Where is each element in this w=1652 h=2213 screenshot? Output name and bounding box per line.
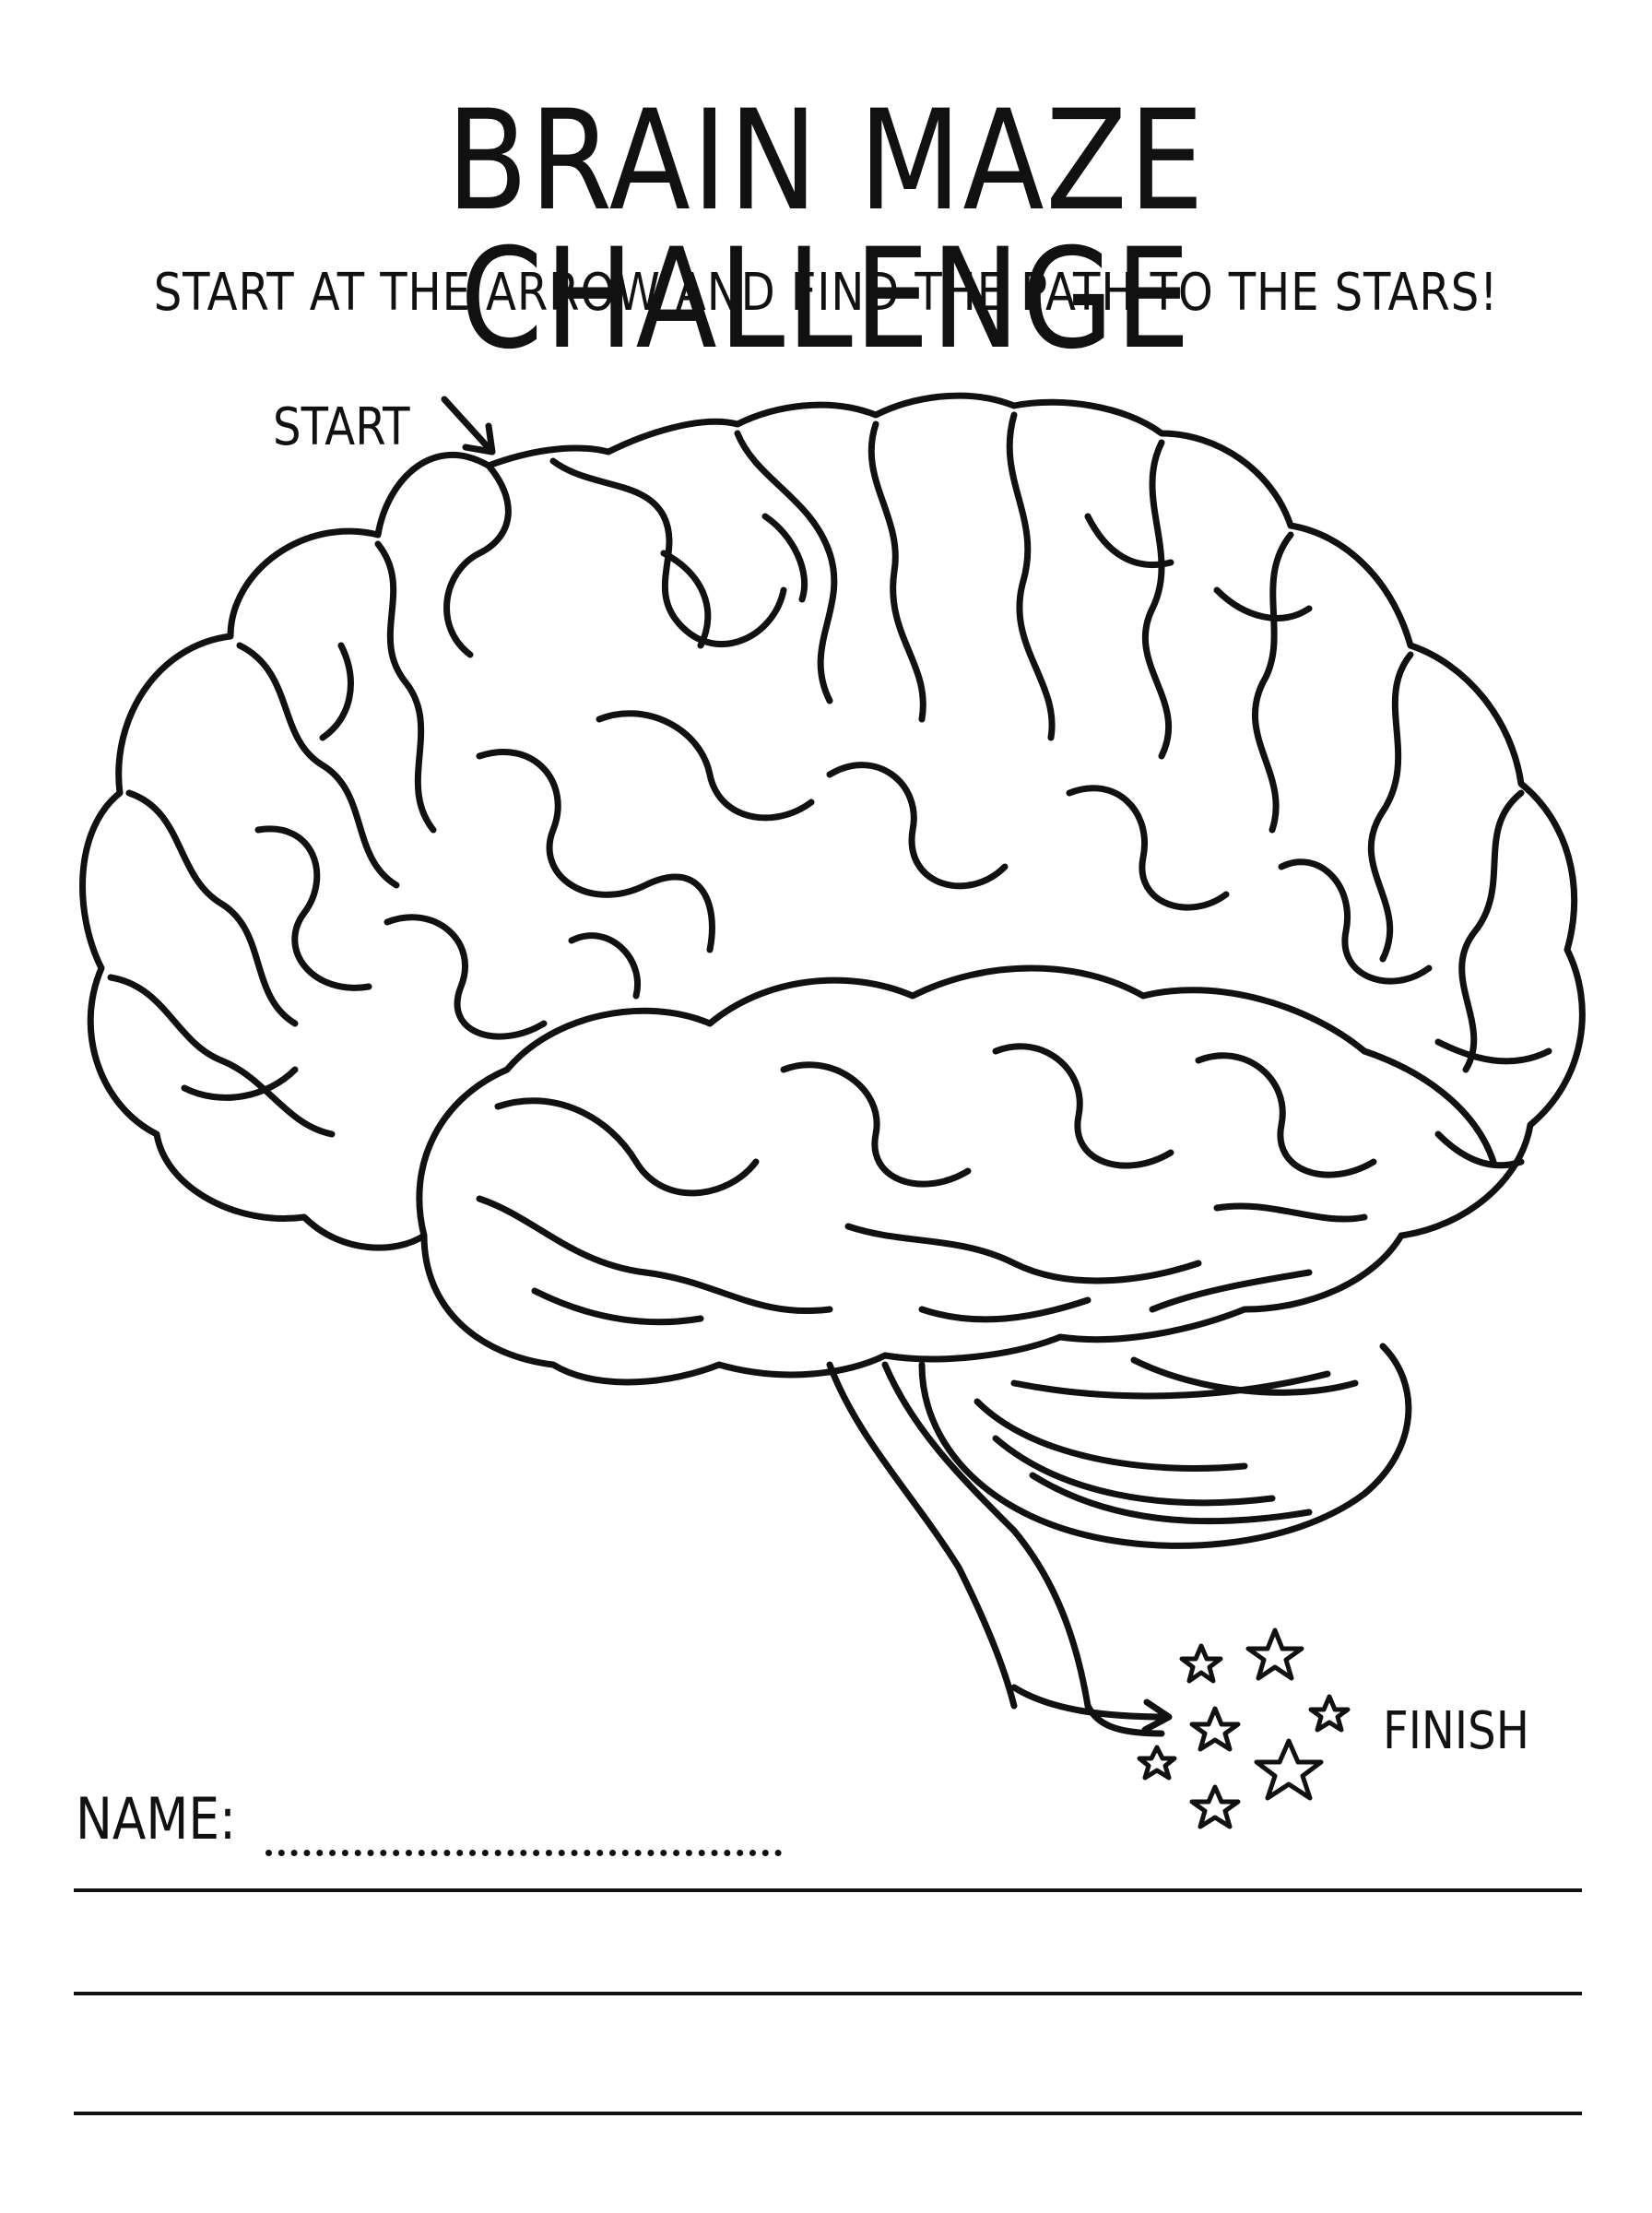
star-icon	[1254, 1738, 1324, 1801]
instructions-text: START AT THE ARROW AND FIND THE PATH TO …	[153, 263, 1499, 323]
brain-stem	[826, 1361, 1018, 1710]
page-title: BRAIN MAZE CHALLENGE	[446, 81, 1206, 380]
name-field[interactable]	[266, 1813, 782, 1856]
star-icon	[1245, 1627, 1304, 1681]
start-arrow	[441, 396, 494, 454]
cerebellum	[918, 1343, 1412, 1549]
writing-line[interactable]	[74, 1888, 1582, 1892]
star-icon	[1308, 1694, 1351, 1733]
start-label: START	[273, 397, 410, 457]
brain-outline	[79, 392, 1586, 1386]
star-icon	[1179, 1643, 1223, 1684]
writing-line[interactable]	[74, 2112, 1582, 2115]
star-icon	[1137, 1745, 1177, 1781]
finish-arrow	[1010, 1684, 1170, 1721]
star-icon	[1189, 1706, 1241, 1752]
temporal-lobe	[416, 964, 1497, 1239]
finish-label: FINISH	[1383, 1701, 1529, 1761]
finish-stars	[1137, 1627, 1351, 1829]
name-label: NAME:	[76, 1785, 237, 1852]
star-icon	[1189, 1784, 1241, 1829]
writing-line[interactable]	[74, 1992, 1582, 1995]
